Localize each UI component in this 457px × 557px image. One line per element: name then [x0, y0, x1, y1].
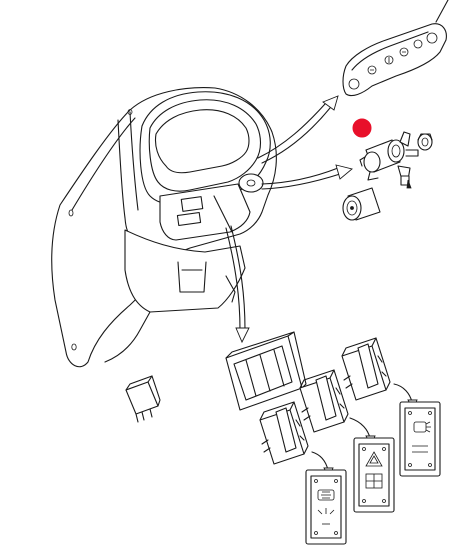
- switch-face-work-light: [399, 401, 441, 477]
- switch-bezel-frame: [225, 331, 307, 411]
- callout-marker: [352, 118, 372, 138]
- rocker-switch-3: [341, 337, 391, 401]
- lock-nut: [417, 133, 433, 151]
- key: [397, 131, 419, 189]
- instrument-panel: [139, 91, 271, 241]
- switch-face-hazard: [353, 437, 395, 513]
- ignition-barrel-housing: [342, 187, 381, 221]
- relay: [125, 375, 161, 423]
- ignition-switch: [359, 139, 405, 181]
- rocker-switch-1: [259, 401, 309, 465]
- rocker-switch-2: [299, 369, 349, 433]
- switch-face-beam: [305, 469, 347, 545]
- indicator-strip: [342, 0, 449, 97]
